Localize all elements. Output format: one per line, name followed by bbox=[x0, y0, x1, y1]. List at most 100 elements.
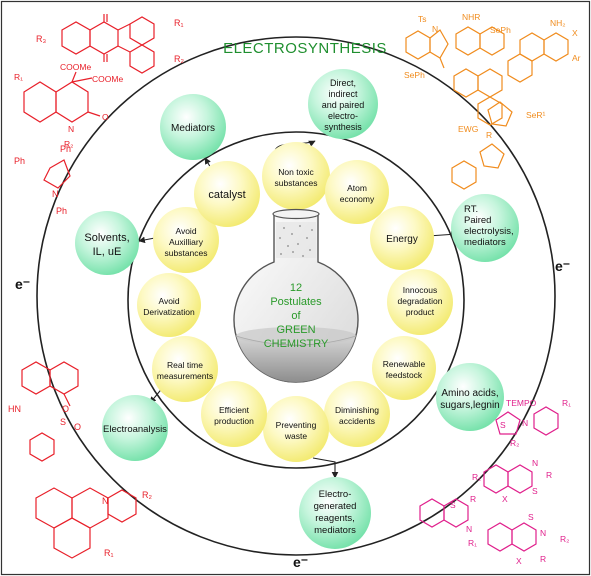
struct-pyrrole-Ph2: Ph bbox=[60, 144, 71, 154]
struct-tr-SePh2: SePh bbox=[490, 25, 511, 35]
principle-avoid-derivatization-label-2: Derivatization bbox=[143, 307, 195, 317]
outcome-electroanalysis-bubble bbox=[102, 395, 168, 461]
struct-br3-S: S bbox=[450, 500, 456, 510]
principle-non-toxic-label-2: substances bbox=[275, 178, 318, 188]
flask bbox=[233, 208, 359, 383]
principle-avoid-auxiliary-label-2: Auxilliary bbox=[169, 237, 204, 247]
struct-tr-NHR: NHR bbox=[462, 12, 480, 22]
outcome-amino-label-2: sugars,legnin bbox=[440, 400, 499, 411]
arrow-electrogenerated bbox=[312, 457, 339, 479]
struct-br4-R2: R₂ bbox=[560, 534, 569, 544]
struct-bl-S: S bbox=[60, 417, 66, 427]
outcome-labels: Direct, indirect and paired electro- syn… bbox=[84, 78, 513, 536]
outcome-direct-label-2: indirect bbox=[328, 89, 358, 99]
struct-br3-N: N bbox=[466, 524, 472, 534]
center-line-5: CHEMISTRY bbox=[264, 338, 329, 350]
struct-br2-S: S bbox=[532, 486, 538, 496]
principle-real-time-bubble bbox=[152, 336, 218, 402]
principle-efficient-bubble bbox=[201, 381, 267, 447]
struct-tl2-R2: R₂ bbox=[64, 139, 73, 149]
struct-br4-S: S bbox=[528, 512, 534, 522]
struct-pyrrole-N: N bbox=[52, 189, 59, 199]
struct-bl-O2: O bbox=[74, 422, 81, 432]
electron-left: e⁻ bbox=[15, 276, 30, 292]
outcome-solvents-label-1: Solvents, bbox=[84, 232, 129, 244]
principle-preventing-label-1: Preventing bbox=[276, 420, 317, 430]
principle-energy-label: Energy bbox=[386, 234, 418, 245]
outcome-electrogenerated-label-1: Electro- bbox=[319, 489, 352, 500]
outcome-rt-label-3: electrolysis, bbox=[464, 226, 514, 237]
structure-phthalazinedione bbox=[61, 14, 155, 74]
principle-avoid-auxiliary-label-1: Avoid bbox=[175, 226, 196, 236]
outcome-electrogenerated-label-4: mediators bbox=[314, 525, 356, 536]
principle-innocuous-bubble bbox=[387, 269, 453, 335]
outcome-direct-label-3: and paired bbox=[322, 100, 365, 110]
struct-tr-R: R bbox=[486, 130, 492, 140]
struct-tr-Ar: Ar bbox=[572, 53, 581, 63]
principle-avoid-auxiliary-label-3: substances bbox=[165, 248, 208, 258]
struct-tl2-R1: R₁ bbox=[14, 72, 23, 82]
outcome-direct-label-1: Direct, bbox=[330, 78, 356, 88]
principle-innocuous-label-3: product bbox=[406, 307, 435, 317]
struct-bl-N: N bbox=[102, 496, 109, 506]
diagram-title: ELECTROSYNTHESIS bbox=[223, 40, 387, 57]
principle-avoid-derivatization-label-1: Avoid bbox=[158, 296, 179, 306]
struct-tl2-COOMe-a: COOMe bbox=[60, 62, 91, 72]
principle-atom-economy-bubble bbox=[325, 160, 389, 224]
structure-phthalazinedione-labels: R₃ R₁ R₂ bbox=[36, 18, 184, 64]
center-label: 12 Postulates of GREEN CHEMISTRY bbox=[264, 282, 329, 350]
struct-br2-N: N bbox=[532, 458, 538, 468]
principle-non-toxic-label-1: Non toxic bbox=[278, 167, 314, 177]
outcome-direct-bubble bbox=[308, 69, 378, 139]
struct-br-R1: R₁ bbox=[562, 398, 571, 408]
struct-tr-EWG: EWG bbox=[458, 124, 478, 134]
struct-br4-N: N bbox=[540, 528, 546, 538]
struct-bl-O1: O bbox=[62, 404, 69, 414]
outcome-direct-label-5: synthesis bbox=[324, 122, 362, 132]
principle-efficient-label-2: production bbox=[214, 416, 254, 426]
principle-diminishing-bubble bbox=[324, 381, 390, 447]
struct-br4-R1: R₁ bbox=[468, 538, 477, 548]
principle-diminishing-label-2: accidents bbox=[339, 416, 375, 426]
principle-bubbles bbox=[137, 142, 453, 462]
struct-tl-R1: R₁ bbox=[174, 18, 184, 28]
principle-renewable-label-2: feedstock bbox=[386, 370, 423, 380]
principle-avoid-derivatization-bubble bbox=[137, 273, 201, 337]
struct-br-R2: R₂ bbox=[510, 438, 519, 448]
struct-tr-Ts: Ts bbox=[418, 14, 427, 24]
outcome-electrogenerated-label-2: generated bbox=[314, 501, 357, 512]
principle-renewable-label-1: Renewable bbox=[383, 359, 426, 369]
outcome-rt-bubble bbox=[451, 194, 519, 262]
structure-pyrrole-labels: Ph Ph N Ph bbox=[14, 144, 71, 216]
struct-br2-R1: R₁ bbox=[472, 472, 481, 482]
structure-isochroman-labels: HN O S O N R₂ R₁ bbox=[8, 404, 152, 558]
outcome-electroanalysis-label: Electroanalysis bbox=[103, 424, 167, 435]
struct-pyrrole-Ph3: Ph bbox=[56, 206, 67, 216]
struct-tl-R3: R₃ bbox=[36, 34, 46, 44]
principle-efficient-label-1: Efficient bbox=[219, 405, 250, 415]
struct-bl-R2: R₂ bbox=[142, 490, 152, 500]
principle-preventing-bubble bbox=[263, 396, 329, 462]
outcome-mediators-label: Mediators bbox=[171, 123, 215, 134]
principle-avoid-auxiliary-bubble bbox=[153, 207, 219, 273]
outcome-rt-label-4: mediators bbox=[464, 237, 506, 248]
structure-orange-labels: Ts N SePh NHR SePh NH₂ X Ar R EWG SeR¹ bbox=[404, 12, 581, 140]
structure-isochroman bbox=[21, 361, 137, 559]
center-line-4: GREEN bbox=[276, 324, 315, 336]
principle-real-time-label-2: measurements bbox=[157, 371, 213, 381]
electron-bottom: e⁻ bbox=[293, 554, 308, 570]
struct-bl-R1: R₁ bbox=[104, 548, 114, 558]
struct-tr-N: N bbox=[432, 24, 438, 34]
struct-tr-NH2: NH₂ bbox=[550, 18, 566, 28]
struct-tl2-COOMe-b: COOMe bbox=[92, 74, 123, 84]
struct-tr-SeR: SeR¹ bbox=[526, 110, 546, 120]
center-line-3: of bbox=[291, 310, 301, 322]
outcome-amino-label-1: Amino acids, bbox=[441, 388, 498, 399]
outcome-amino-bubble bbox=[436, 363, 504, 431]
center-line-2: Postulates bbox=[270, 296, 322, 308]
principle-preventing-label-2: waste bbox=[284, 431, 307, 441]
struct-br-N: N bbox=[522, 418, 528, 428]
struct-tr-SePh1: SePh bbox=[404, 70, 425, 80]
